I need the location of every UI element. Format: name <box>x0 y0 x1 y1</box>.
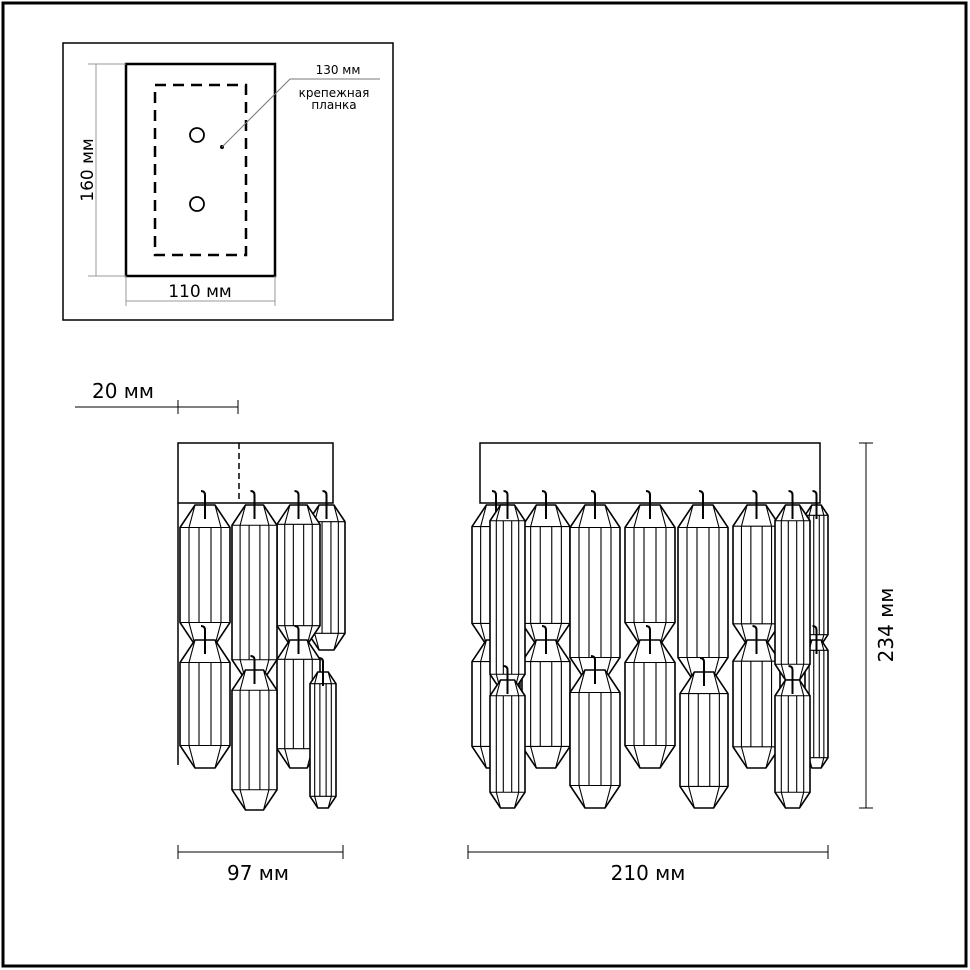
crystal-pendant <box>774 665 811 809</box>
crystal-pendant <box>489 490 526 691</box>
side-width-dimension <box>177 845 344 859</box>
crystal-pendant <box>489 665 526 809</box>
hook-icon <box>541 490 547 519</box>
hook-icon <box>322 490 328 519</box>
crystal-pendant <box>624 490 676 646</box>
bracket-size-label: 130 мм <box>316 63 361 77</box>
crystal-pendant <box>179 625 231 769</box>
crystal-pendant <box>521 490 571 646</box>
hook-icon <box>812 625 818 654</box>
hook-icon <box>503 490 509 519</box>
crystal-pendant <box>679 657 729 809</box>
hook-icon <box>250 490 256 519</box>
hook-icon <box>491 490 497 519</box>
mounting-plate-inset: 130 мм крепежная планка 160 мм 110 мм <box>62 42 394 321</box>
front-view: 210 мм 234 мм <box>467 442 898 885</box>
screw-hole <box>189 196 205 212</box>
hook-icon <box>294 490 300 519</box>
hook-icon <box>645 490 651 519</box>
crystal-pendant <box>677 490 729 681</box>
crystal-pendant <box>624 625 676 769</box>
crystal-pendant <box>732 490 781 646</box>
hook-icon <box>788 665 794 694</box>
side-width-label: 97 мм <box>227 861 289 885</box>
hook-icon <box>752 490 758 519</box>
crystal-pendant <box>179 490 231 646</box>
leader-line <box>221 78 380 148</box>
side-view: 20 мм 97 мм <box>75 379 346 885</box>
hook-icon <box>788 490 794 519</box>
crystal-pendant <box>732 625 781 769</box>
hook-icon <box>318 657 324 686</box>
height-dimension <box>859 442 873 809</box>
plate-width-dimension <box>125 276 276 306</box>
hook-icon <box>250 655 256 684</box>
hook-icon <box>812 490 818 519</box>
crystal-pendant <box>309 657 337 809</box>
bracket-name-line2: планка <box>311 98 356 112</box>
mounting-bracket <box>153 83 248 257</box>
hook-icon <box>200 625 206 654</box>
crystal-pendant <box>231 655 278 811</box>
plate-height-label: 160 мм <box>78 138 98 202</box>
height-label: 234 мм <box>874 588 898 663</box>
hook-icon <box>699 657 705 686</box>
crystal-pendant <box>774 490 811 681</box>
hook-icon <box>590 655 596 684</box>
hook-icon <box>698 490 704 519</box>
hook-icon <box>503 665 509 694</box>
hook-icon <box>645 625 651 654</box>
side-crystals <box>179 490 346 811</box>
hook-icon <box>590 490 596 519</box>
bracket-name-line1: крепежная <box>299 86 370 100</box>
crystal-pendant <box>521 625 571 769</box>
depth-offset-dimension <box>75 400 239 414</box>
front-crystals <box>471 490 829 809</box>
crystal-pendant <box>276 490 321 646</box>
hook-icon <box>294 625 300 654</box>
inset-frame <box>62 42 394 321</box>
front-width-dimension <box>467 845 829 859</box>
crystal-pendant <box>231 490 278 681</box>
hook-icon <box>200 490 206 519</box>
hook-icon <box>541 625 547 654</box>
side-canopy <box>177 442 334 504</box>
front-width-label: 210 мм <box>611 861 686 885</box>
wall-plate <box>124 62 277 278</box>
depth-offset-label: 20 мм <box>92 379 154 403</box>
crystal-pendant <box>569 490 621 681</box>
hook-icon <box>752 625 758 654</box>
screw-hole <box>189 127 205 143</box>
plate-height-dimension <box>88 63 126 277</box>
crystal-pendant <box>569 655 621 809</box>
plate-width-label: 110 мм <box>168 282 232 302</box>
